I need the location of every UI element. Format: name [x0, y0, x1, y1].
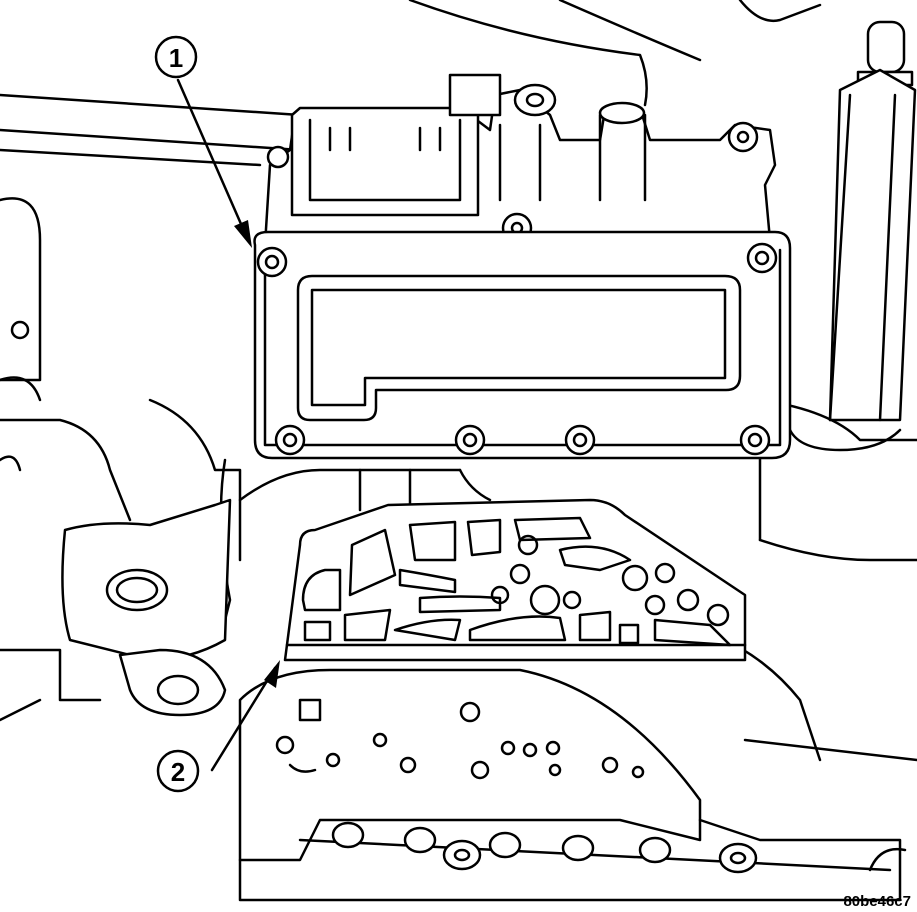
- shift-shaft: [788, 20, 917, 452]
- solenoid-pressure-switch-assembly: [253, 73, 792, 460]
- callout-1: 1: [154, 35, 198, 79]
- leader-line-1: [176, 78, 250, 242]
- valve-body: [238, 668, 907, 902]
- arrowhead-2: [264, 660, 280, 688]
- mounting-bracket: [61, 498, 232, 717]
- figure-code: 80be46c7: [843, 893, 911, 910]
- arrowhead-1: [234, 220, 252, 248]
- transfer-plate-gasket: [283, 498, 747, 662]
- callout-leaders: [176, 78, 277, 772]
- leader-line-2: [210, 666, 277, 772]
- callout-2: 2: [156, 749, 200, 793]
- callout-1-label: 1: [169, 43, 183, 73]
- callout-2-label: 2: [171, 757, 185, 787]
